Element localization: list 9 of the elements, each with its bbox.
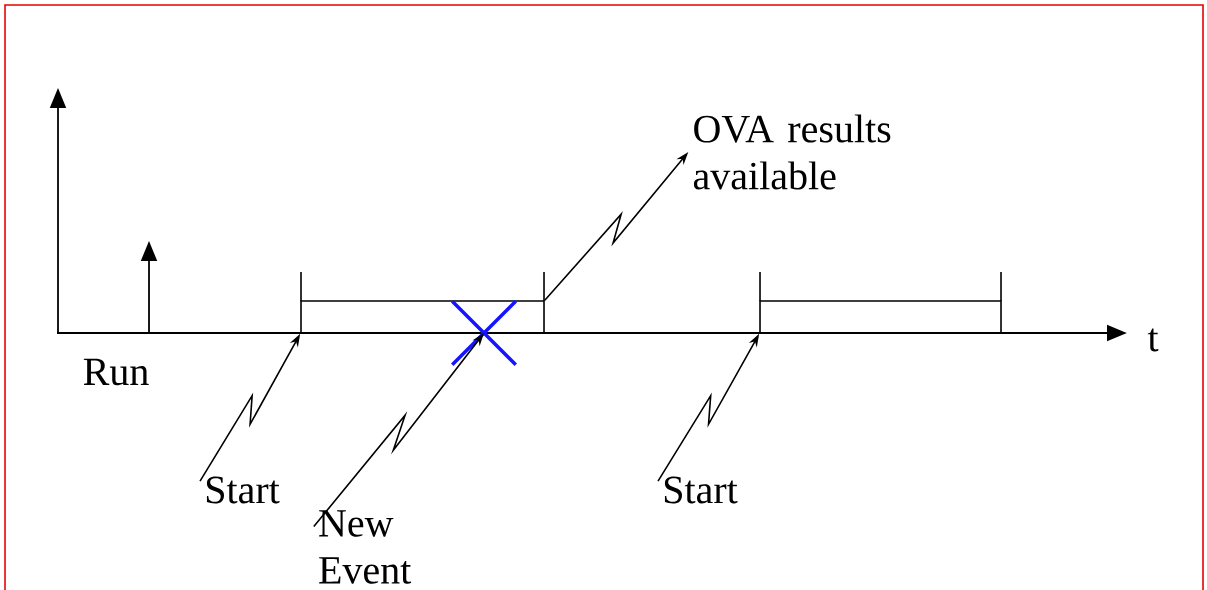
- axis-label: Run: [83, 358, 149, 386]
- event-label: Start: [206, 476, 280, 504]
- cross-mark: [450, 299, 518, 367]
- axis-label: t: [1147, 328, 1159, 352]
- event-label: New Event: [319, 510, 412, 584]
- event-label: Start: [664, 476, 738, 504]
- interval-bracket: [759, 271, 1002, 334]
- interval-bracket: [300, 271, 545, 334]
- event-label: OVA results available: [693, 114, 891, 190]
